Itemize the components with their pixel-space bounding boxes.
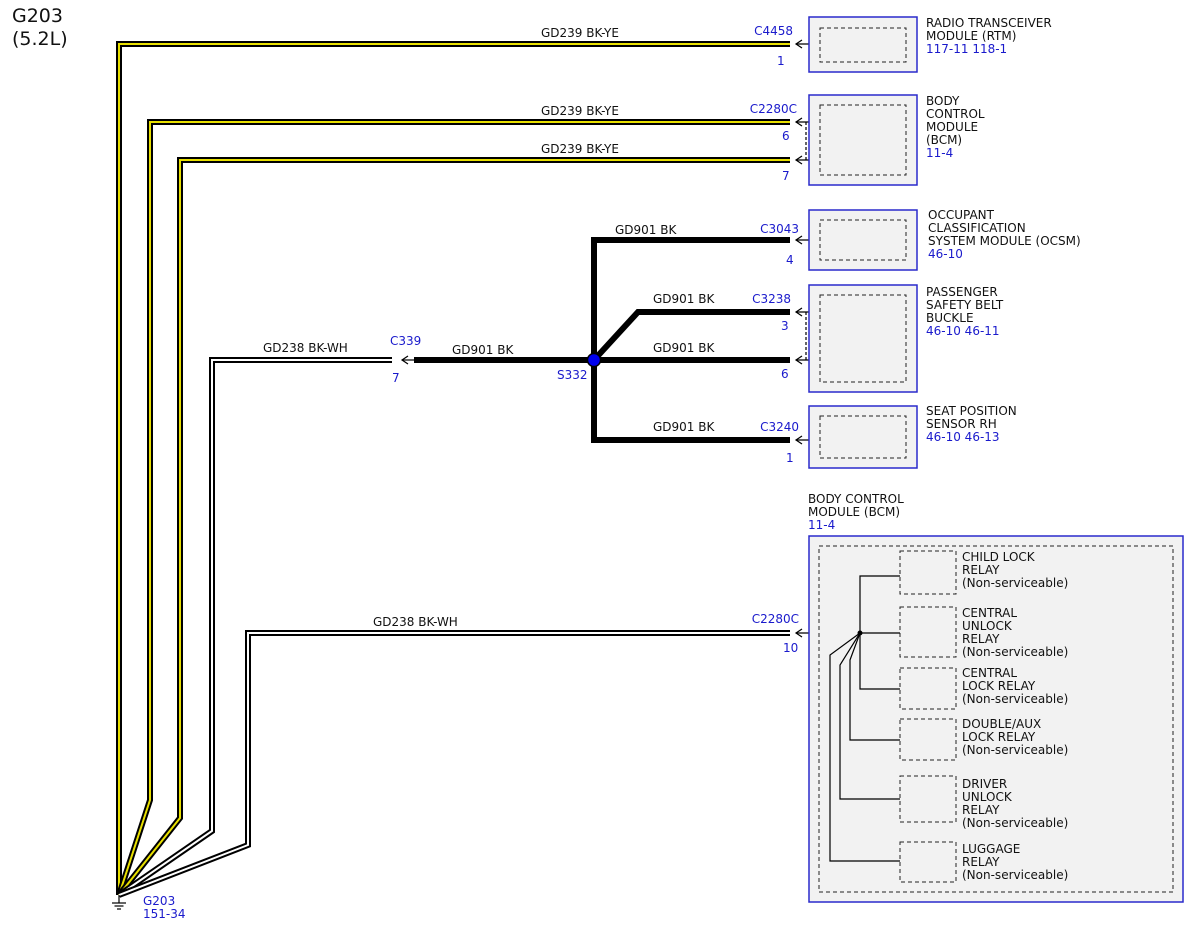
connector-c339: C339: [390, 334, 421, 348]
bcm-label-1: BODY: [926, 94, 960, 108]
connector-c2280c-pin10: 10: [783, 641, 798, 655]
bcm-ref: 11-4: [926, 146, 953, 160]
splice-s332-label: S332: [557, 368, 588, 382]
module-bcm-relays-box[interactable]: [808, 535, 1184, 903]
relay-1-l1: CHILD LOCK: [962, 550, 1036, 564]
connector-c3043-pin: 4: [786, 253, 794, 267]
relay-4-l1: DOUBLE/AUX: [962, 717, 1041, 731]
bcm2-ref: 11-4: [808, 518, 835, 532]
connector-c4458-pin: 1: [777, 54, 785, 68]
connector-c3043: C3043: [760, 222, 799, 236]
relay-5-l3: RELAY: [962, 803, 1000, 817]
ground-subtitle: (5.2L): [12, 28, 68, 50]
wire-gd238-c339[interactable]: [117, 357, 392, 898]
relay-6-l2: RELAY: [962, 855, 1000, 869]
relay-6-l1: LUGGAGE: [962, 842, 1020, 856]
wire-label-2: GD239 BK-YE: [541, 104, 619, 118]
bcm-internal-wiring: [829, 575, 900, 862]
bcm2-label-2: MODULE (BCM): [808, 505, 900, 519]
ground-id: G203: [143, 894, 175, 908]
wire-label-1: GD239 BK-YE: [541, 26, 619, 40]
bcm-internal-junction: [857, 630, 863, 636]
connector-c2280c-b: C2280C: [752, 612, 799, 626]
connector-arrows: [400, 39, 860, 638]
ground-title: G203: [12, 5, 63, 27]
splice-s332-dot[interactable]: [586, 352, 602, 368]
psbb-label-3: BUCKLE: [926, 311, 974, 325]
module-ocsm-box[interactable]: [808, 209, 918, 271]
module-passenger-belt-buckle-box[interactable]: [808, 284, 918, 393]
relay-2-l1: CENTRAL: [962, 606, 1017, 620]
wire-label-c3238-3: GD901 BK: [653, 292, 715, 306]
wire-gd239-bcm-6[interactable]: [116, 119, 790, 896]
ocsm-label-2: CLASSIFICATION: [928, 221, 1026, 235]
relay-1-l2: RELAY: [962, 563, 1000, 577]
wire-label-c3043: GD901 BK: [615, 223, 677, 237]
relay-2-l3: RELAY: [962, 632, 1000, 646]
module-rtm-box[interactable]: [808, 16, 918, 73]
bcm-label-3: MODULE: [926, 120, 978, 134]
module-bcm-box[interactable]: [808, 94, 918, 186]
relay-3-l3: (Non-serviceable): [962, 692, 1068, 706]
wire-label-3: GD239 BK-YE: [541, 142, 619, 156]
relay-1-l3: (Non-serviceable): [962, 576, 1068, 590]
relay-2-l2: UNLOCK: [962, 619, 1013, 633]
bcm2-label-1: BODY CONTROL: [808, 492, 904, 506]
module-seat-position-sensor-box[interactable]: [808, 405, 918, 469]
wire-label-c339: GD238 BK-WH: [263, 341, 348, 355]
relay-3-l1: CENTRAL: [962, 666, 1017, 680]
ocsm-ref: 46-10: [928, 247, 963, 261]
spsrh-label-1: SEAT POSITION: [926, 404, 1017, 418]
connector-c2280c-pin6: 6: [782, 129, 790, 143]
spsrh-label-2: SENSOR RH: [926, 417, 997, 431]
relay-5-l2: UNLOCK: [962, 790, 1013, 804]
relay-5-l1: DRIVER: [962, 777, 1007, 791]
bcm-label-2: CONTROL: [926, 107, 985, 121]
relay-4-l2: LOCK RELAY: [962, 730, 1036, 744]
connector-c4458: C4458: [754, 24, 793, 38]
relay-5-l4: (Non-serviceable): [962, 816, 1068, 830]
connector-c3238-pin3: 3: [781, 319, 789, 333]
wire-label-c339-splice: GD901 BK: [452, 343, 514, 357]
ocsm-label-3: SYSTEM MODULE (OCSM): [928, 234, 1081, 248]
connector-c2280c-pin7: 7: [782, 169, 790, 183]
psbb-label-2: SAFETY BELT: [926, 298, 1004, 312]
wire-gd238-bcm-10[interactable]: [117, 630, 790, 898]
connector-c3238-pin6: 6: [781, 367, 789, 381]
wire-label-bcm-10: GD238 BK-WH: [373, 615, 458, 629]
wire-label-c3240: GD901 BK: [653, 420, 715, 434]
relay-2-l4: (Non-serviceable): [962, 645, 1068, 659]
psbb-ref: 46-10 46-11: [926, 324, 1000, 338]
relay-3-l2: LOCK RELAY: [962, 679, 1036, 693]
wire-gd239-rtm[interactable]: [116, 41, 790, 895]
connector-c3240-pin: 1: [786, 451, 794, 465]
wire-gd901-group[interactable]: [414, 237, 790, 443]
rtm-ref: 117-11 118-1: [926, 42, 1007, 56]
bcm-label-4: (BCM): [926, 133, 962, 147]
ground-symbol-icon: [112, 895, 126, 910]
relay-4-l3: (Non-serviceable): [962, 743, 1068, 757]
ground-ref: 151-34: [143, 907, 186, 921]
connector-c2280c-a: C2280C: [750, 102, 797, 116]
rtm-label-1: RADIO TRANSCEIVER: [926, 16, 1052, 30]
connector-c339-pin: 7: [392, 371, 400, 385]
relay-6-l3: (Non-serviceable): [962, 868, 1068, 882]
connector-c3238: C3238: [752, 292, 791, 306]
spsrh-ref: 46-10 46-13: [926, 430, 1000, 444]
connector-c3240: C3240: [760, 420, 799, 434]
wire-gd239-bcm-7[interactable]: [116, 157, 790, 897]
psbb-label-1: PASSENGER: [926, 285, 998, 299]
ocsm-label-1: OCCUPANT: [928, 208, 995, 222]
wire-label-c3238-6: GD901 BK: [653, 341, 715, 355]
rtm-label-2: MODULE (RTM): [926, 29, 1016, 43]
relay-boxes: [899, 550, 957, 883]
